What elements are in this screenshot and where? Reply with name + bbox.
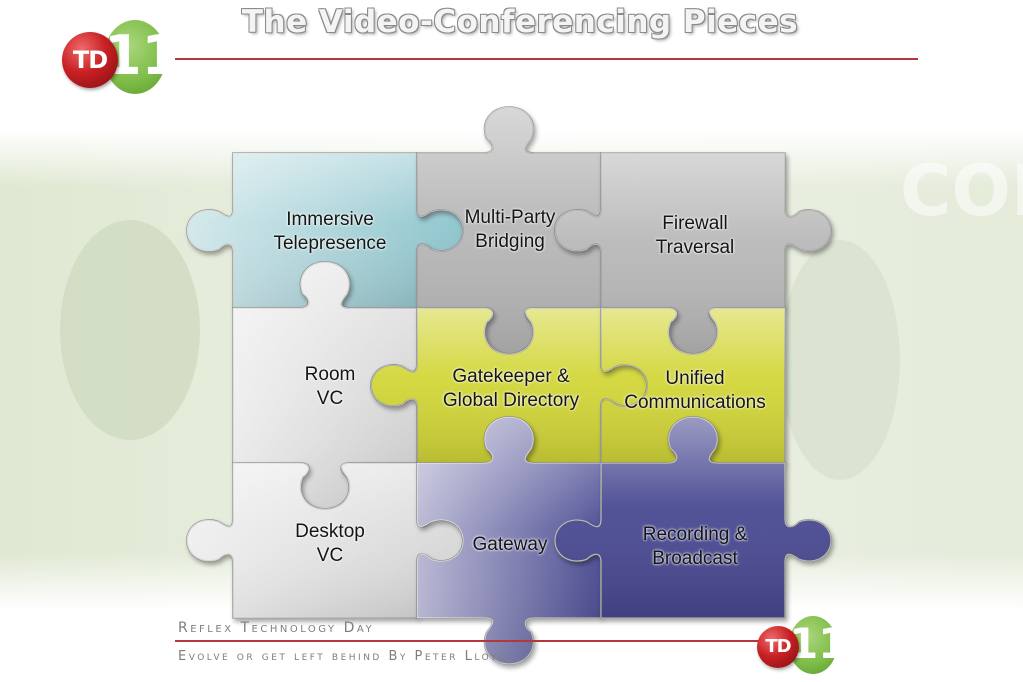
puzzle-piece-firewall bbox=[554, 152, 832, 355]
puzzle-piece-desktop bbox=[186, 462, 464, 619]
logo-ball: TD bbox=[62, 32, 118, 88]
puzzle-piece-gateway bbox=[416, 416, 602, 665]
logo-ball-text: TD bbox=[72, 46, 108, 74]
piece-fade-immersive bbox=[187, 153, 463, 308]
piece-fade-room bbox=[233, 262, 417, 509]
puzzle-piece-room bbox=[232, 261, 418, 510]
label-recording: Recording &Broadcast bbox=[642, 524, 748, 569]
title-rule bbox=[175, 58, 918, 60]
logo-ball-bottom: TD bbox=[757, 626, 799, 668]
footer-tagline: Evolve or get left behind By Peter Lloyd bbox=[178, 649, 509, 664]
piece-fade-gateway bbox=[417, 417, 601, 664]
puzzle-piece-recording bbox=[554, 416, 832, 619]
piece-gloss-recording bbox=[554, 416, 832, 619]
td11-logo-bottom: 11 TD bbox=[755, 616, 847, 676]
label-gatekeeper: Gatekeeper &Global Directory bbox=[442, 366, 580, 411]
puzzle-piece-immersive bbox=[186, 152, 464, 309]
puzzle-piece-gatekeeper bbox=[370, 307, 648, 464]
label-gateway: Gateway bbox=[472, 534, 548, 555]
footer-rule bbox=[175, 640, 765, 642]
logo-ball-text-bottom: TD bbox=[765, 636, 791, 657]
footer-event-name: Reflex Technology Day bbox=[178, 620, 375, 636]
slide-title: The Video-Conferencing Pieces bbox=[241, 4, 799, 40]
puzzle-piece-unified bbox=[600, 307, 786, 464]
puzzle-piece-multiparty bbox=[416, 106, 602, 355]
td11-logo-top: 11 TD bbox=[60, 20, 179, 96]
piece-fade-desktop bbox=[187, 463, 463, 618]
